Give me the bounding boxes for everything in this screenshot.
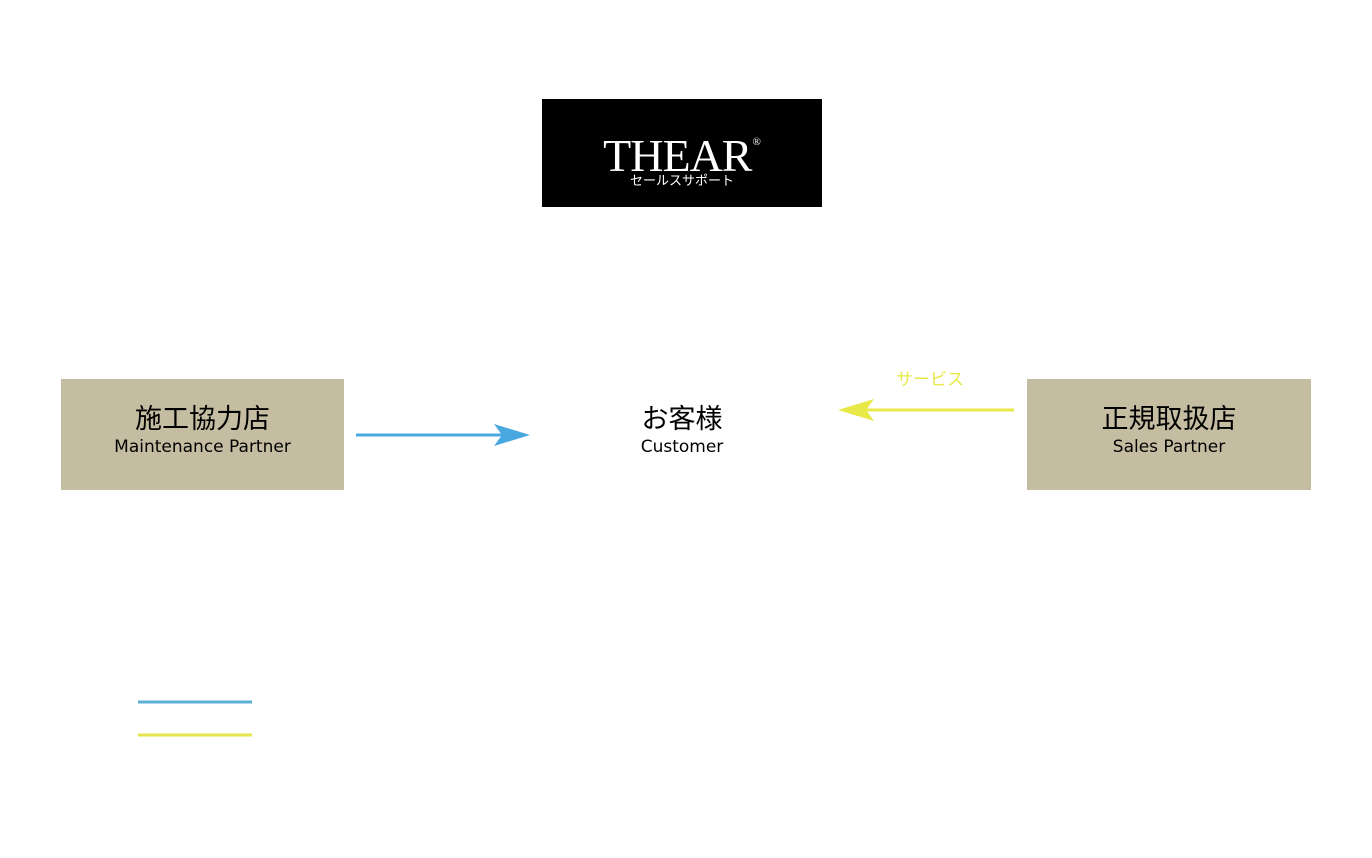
logo-subtitle: セールスサポート bbox=[629, 174, 734, 189]
sales-partner-node: 正規取扱店 Sales Partner bbox=[1027, 379, 1311, 490]
maintenance-partner-node: 施工協力店 Maintenance Partner bbox=[61, 379, 344, 490]
thear-logo: THEAR® セールスサポート bbox=[542, 99, 822, 207]
customer-jp-label: お客様 bbox=[641, 404, 723, 435]
maintenance-partner-jp-label: 施工協力店 bbox=[135, 404, 270, 435]
logo-registered-mark: ® bbox=[752, 136, 761, 148]
logo-title: THEAR bbox=[603, 130, 752, 181]
maintenance-to-customer-arrow bbox=[356, 424, 530, 446]
sales-partner-jp-label: 正規取扱店 bbox=[1101, 404, 1237, 435]
customer-en-label: Customer bbox=[640, 437, 724, 457]
sales-to-customer-arrow bbox=[838, 399, 1014, 421]
customer-node: お客様 Customer bbox=[582, 403, 782, 457]
maintenance-partner-en-label: Maintenance Partner bbox=[114, 437, 291, 457]
service-edge-label: サービス bbox=[896, 370, 964, 390]
sales-partner-en-label: Sales Partner bbox=[1112, 437, 1226, 457]
